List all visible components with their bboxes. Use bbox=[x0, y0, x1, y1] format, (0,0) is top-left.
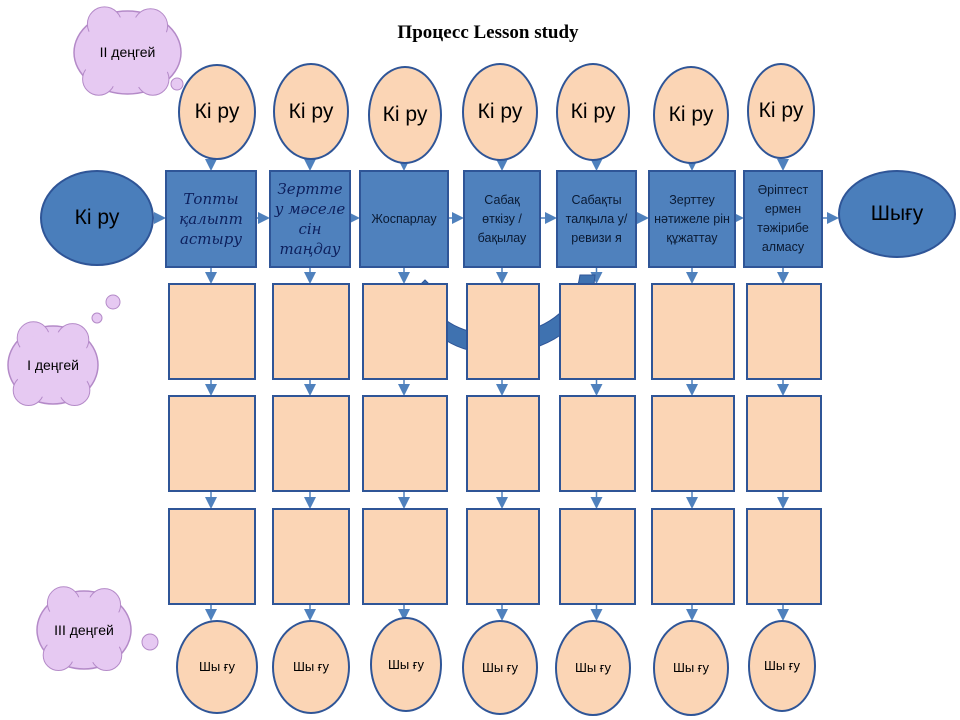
grid-cell bbox=[362, 508, 448, 605]
grid-cell bbox=[651, 283, 735, 380]
grid-cell bbox=[559, 283, 636, 380]
grid-cell bbox=[362, 395, 448, 492]
level2-cloud-label: II деңгей bbox=[99, 44, 156, 60]
cloud-shape-icon bbox=[73, 6, 182, 96]
exit-ellipse: Шы ғу bbox=[272, 620, 350, 714]
cloud-shape-icon bbox=[7, 321, 99, 406]
grid-cell bbox=[651, 395, 735, 492]
exit-ellipse-label: Шы ғу bbox=[387, 656, 425, 672]
step-box: Жоспарлау bbox=[359, 170, 449, 268]
level1-cloud-label: I деңгей bbox=[27, 356, 79, 373]
diagram-title: Процесс Lesson study bbox=[397, 22, 579, 43]
exit-ellipse-label: Шы ғу bbox=[198, 659, 236, 674]
grid-cell bbox=[168, 283, 256, 380]
exit-ellipse-label: Шы ғу bbox=[481, 659, 519, 675]
thought-bubble bbox=[141, 633, 159, 651]
grid-cell bbox=[272, 395, 350, 492]
exit-ellipse: Шы ғу bbox=[748, 620, 816, 712]
grid-cell bbox=[466, 283, 540, 380]
step-box: Зерттеу нәтижеле рін құжаттау bbox=[648, 170, 736, 268]
level3-cloud: III деңгей bbox=[33, 585, 135, 675]
level2-cloud: II деңгей bbox=[70, 5, 185, 100]
grid-cell bbox=[168, 395, 256, 492]
step-box: Сабақты талқыла у/ревизи я bbox=[556, 170, 637, 268]
entry-ellipse: Кі ру bbox=[747, 63, 815, 159]
level1-cloud: I деңгей bbox=[4, 320, 102, 410]
exit-node: Шығу bbox=[838, 170, 956, 258]
exit-ellipse-label: Шы ғу bbox=[292, 659, 330, 674]
step-box: Әріптест ермен тәжірибе алмасу bbox=[743, 170, 823, 268]
entry-node-label: Кі ру bbox=[74, 206, 120, 229]
grid-cell bbox=[559, 508, 636, 605]
step-box: Топты қалыпт астыру bbox=[165, 170, 257, 268]
entry-ellipse-label: Кі ру bbox=[288, 99, 334, 123]
step-box: Зертте у мәселе сін таңдау bbox=[269, 170, 351, 268]
exit-ellipse-label: Шы ғу bbox=[672, 660, 710, 675]
entry-ellipse-label: Кі ру bbox=[668, 103, 714, 126]
step-box: Сабақ өткізу / бақылау bbox=[463, 170, 541, 268]
step-box-label: Әріптест ермен тәжірибе алмасу bbox=[757, 183, 809, 254]
grid-cell bbox=[168, 508, 256, 605]
grid-cell bbox=[651, 508, 735, 605]
exit-ellipse: Шы ғу bbox=[653, 620, 729, 716]
step-box-label: Зертте у мәселе сін таңдау bbox=[274, 180, 346, 258]
step-box-label: Топты қалыпт астыру bbox=[179, 190, 243, 248]
exit-ellipse: Шы ғу bbox=[462, 620, 538, 715]
grid-cell bbox=[272, 283, 350, 380]
exit-node-label: Шығу bbox=[870, 202, 924, 225]
step-box-label: Зерттеу нәтижеле рін құжаттау bbox=[654, 192, 730, 245]
entry-ellipse-label: Кі ру bbox=[382, 103, 428, 126]
step-box-label: Жоспарлау bbox=[371, 211, 437, 226]
entry-ellipse-label: Кі ру bbox=[194, 100, 240, 123]
entry-ellipse-label: Кі ру bbox=[570, 100, 616, 123]
exit-ellipse: Шы ғу bbox=[370, 617, 442, 712]
grid-cell bbox=[466, 508, 540, 605]
grid-cell bbox=[466, 395, 540, 492]
entry-ellipse: Кі ру bbox=[653, 66, 729, 164]
entry-ellipse: Кі ру bbox=[368, 66, 442, 164]
thought-bubble bbox=[105, 294, 121, 310]
entry-ellipse-label: Кі ру bbox=[758, 99, 804, 122]
entry-ellipse-label: Кі ру bbox=[477, 100, 523, 123]
grid-cell bbox=[746, 508, 822, 605]
grid-cell bbox=[746, 283, 822, 380]
exit-ellipse-label: Шы ғу bbox=[763, 658, 801, 673]
exit-ellipse-label: Шы ғу bbox=[574, 660, 612, 675]
entry-ellipse: Кі ру bbox=[462, 63, 538, 161]
cloud-shape-icon bbox=[36, 586, 132, 671]
entry-ellipse: Кі ру bbox=[273, 63, 349, 160]
grid-cell bbox=[272, 508, 350, 605]
step-box-label: Сабақ өткізу / бақылау bbox=[477, 192, 527, 245]
exit-ellipse: Шы ғу bbox=[176, 620, 258, 714]
grid-cell bbox=[746, 395, 822, 492]
exit-ellipse: Шы ғу bbox=[555, 620, 631, 716]
entry-ellipse: Кі ру bbox=[178, 64, 256, 160]
step-box-label: Сабақты талқыла у/ревизи я bbox=[565, 192, 628, 245]
grid-cell bbox=[559, 395, 636, 492]
entry-ellipse: Кі ру bbox=[556, 63, 630, 161]
entry-node: Кі ру bbox=[40, 170, 154, 266]
grid-cell bbox=[362, 283, 448, 380]
level3-cloud-label: III деңгей bbox=[54, 621, 114, 638]
